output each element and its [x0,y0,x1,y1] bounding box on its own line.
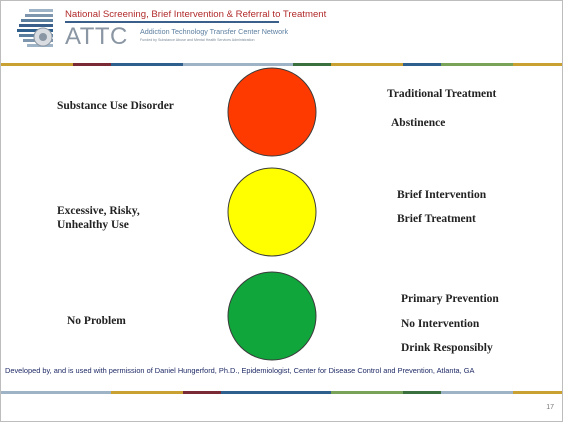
stripe-segment [183,391,221,394]
response-label: Primary Prevention [401,293,499,305]
condition-label: Substance Use Disorder [57,100,174,112]
attc-logo-icon [17,9,53,47]
red-light [227,67,317,157]
bottom-color-stripe [1,391,562,394]
stripe-segment [403,391,441,394]
green-light [227,271,317,361]
top-color-stripe [1,63,562,66]
stripe-segment [293,63,331,66]
response-label: Drink Responsibly [401,342,493,354]
response-label: Abstinence [391,117,446,129]
header: National Screening, Brief Intervention &… [1,1,562,59]
attribution-footnote: Developed by, and is used with permissio… [5,366,475,375]
page-number: 17 [546,404,554,411]
stripe-segment [513,391,562,394]
header-divider [65,21,279,23]
stripe-segment [111,391,183,394]
stripe-segment [403,63,441,66]
response-label: Brief Intervention [397,189,487,201]
stripe-segment [1,391,111,394]
header-network-name: Addiction Technology Transfer Center Net… [140,27,289,36]
stripe-segment [221,391,331,394]
header-funded-by: Funded by Substance Abuse and Mental Hea… [140,38,255,42]
stripe-segment [111,63,183,66]
stripe-segment [331,391,403,394]
yellow-light [227,167,317,257]
stripe-segment [441,391,513,394]
response-label: Traditional Treatment [387,88,497,100]
header-title: National Screening, Brief Intervention &… [65,9,327,20]
response-label: Brief Treatment [397,213,476,225]
stripe-segment [513,63,562,66]
stripe-segment [1,63,73,66]
header-acronym: ATTC [65,23,128,50]
stripe-segment [441,63,513,66]
condition-label: Excessive, Risky, Unhealthy Use [57,205,140,231]
stripe-segment [183,63,293,66]
condition-label: No Problem [67,315,126,327]
stripe-segment [331,63,403,66]
response-label: No Intervention [401,318,480,330]
stripe-segment [73,63,111,66]
